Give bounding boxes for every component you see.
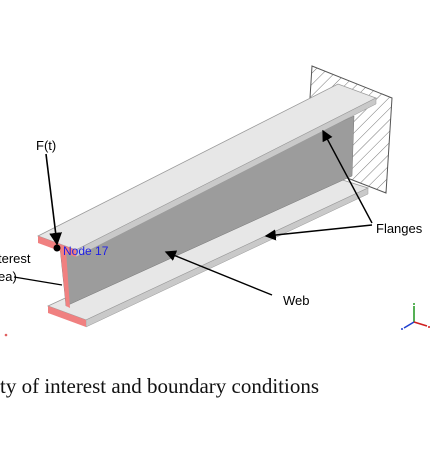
web-end — [60, 248, 70, 308]
force-label: F(t) — [36, 138, 56, 153]
stray-dot — [4, 333, 8, 337]
poi-label-line1: terest — [0, 251, 31, 266]
node-label: Node 17 — [63, 244, 109, 258]
node-17-marker — [53, 244, 61, 252]
force-arrow — [45, 153, 62, 246]
poi-label-line2: ea) — [0, 269, 17, 284]
axis-triad-icon — [401, 303, 430, 330]
web-leader — [164, 250, 273, 296]
flanges-leader-lower — [264, 224, 373, 241]
figure-caption: ty of interest and boundary conditions — [0, 374, 320, 398]
poi-leader — [13, 276, 63, 286]
web-label: Web — [283, 293, 310, 308]
flanges-label: Flanges — [376, 221, 423, 236]
flanges-leader-upper — [322, 129, 373, 224]
bottom-flange-end — [48, 306, 86, 327]
